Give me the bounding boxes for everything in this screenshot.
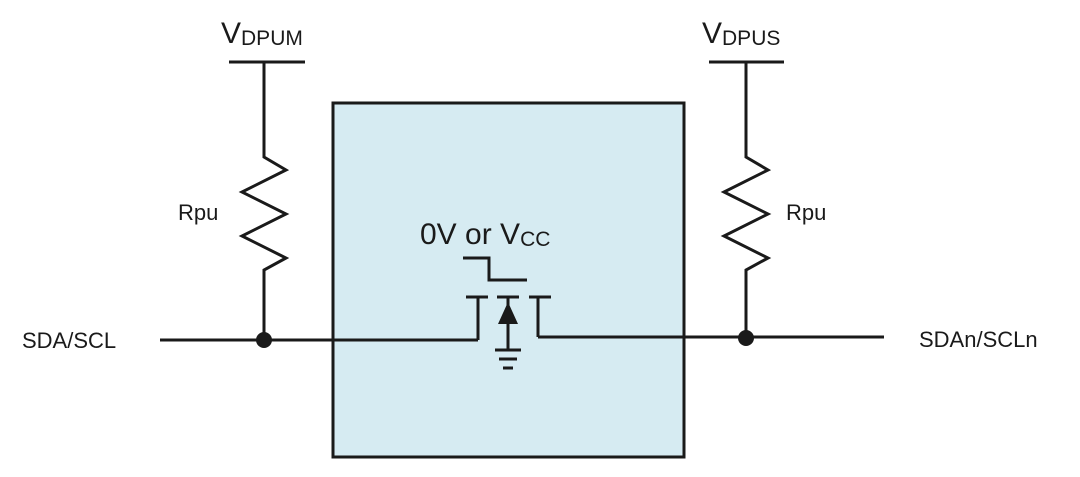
left-junction-dot xyxy=(256,332,272,348)
left-supply-label: VDPUM xyxy=(221,17,303,50)
right-resistor-label: Rpu xyxy=(786,200,826,225)
pass-transistor-symbol xyxy=(463,256,551,370)
left-pullup-resistor xyxy=(238,62,290,340)
right-supply-label: VDPUS xyxy=(702,17,780,50)
right-junction-dot xyxy=(738,330,754,346)
left-resistor-label: Rpu xyxy=(178,200,218,225)
right-signal-label: SDAn/SCLn xyxy=(919,327,1038,352)
gate-voltage-label: 0V or VCC xyxy=(420,218,550,251)
gate-terminal xyxy=(463,256,527,282)
right-pullup-resistor xyxy=(720,62,772,340)
left-signal-label: SDA/SCL xyxy=(22,328,116,353)
body-diode-arrow-icon xyxy=(498,302,518,324)
